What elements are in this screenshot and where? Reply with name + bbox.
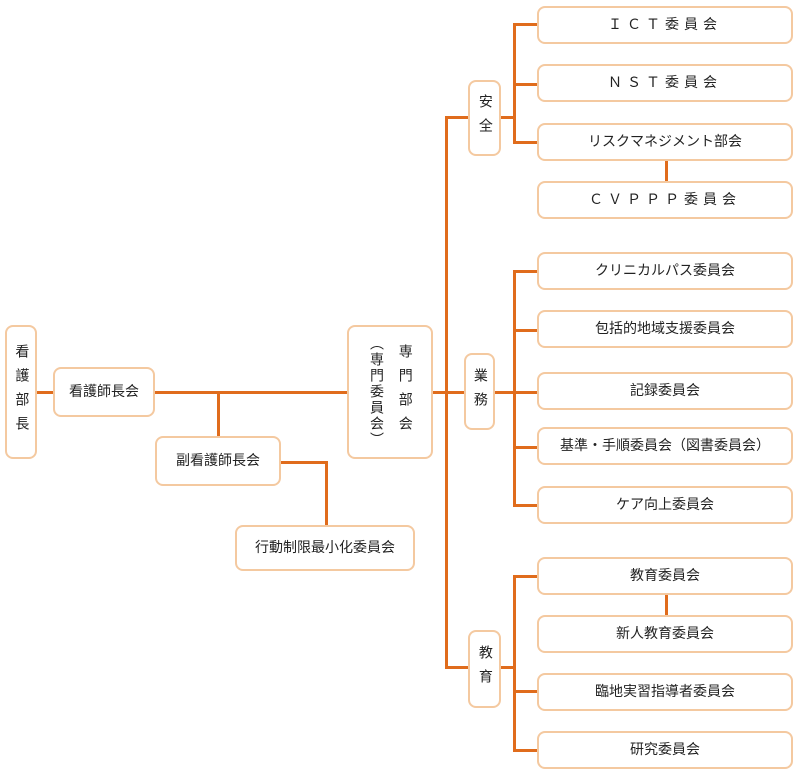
head-nurse-box: 看護部長 bbox=[5, 325, 37, 459]
connector-vice-to-restraint-v bbox=[325, 461, 328, 526]
newcomer-education-label: 新人教育委員会 bbox=[616, 625, 714, 642]
ict-committee-label: ＩＣＴ委員会 bbox=[608, 16, 722, 33]
connector-to-clinical-path bbox=[513, 270, 538, 273]
connector-council-to-vice bbox=[217, 391, 220, 437]
connector-vice-to-restraint-h bbox=[280, 461, 328, 464]
connector-safety-out bbox=[500, 116, 516, 119]
connector-to-practicum bbox=[513, 690, 538, 693]
standards-committee-box: 基準・手順委員会（図書委員会） bbox=[537, 427, 793, 465]
vice-council-label: 副看護師長会 bbox=[176, 452, 260, 469]
care-improvement-box: ケア向上委員会 bbox=[537, 486, 793, 524]
connector-council-to-specialty bbox=[154, 391, 348, 394]
connector-to-nst bbox=[513, 83, 538, 86]
connector-risk-to-cvppp bbox=[665, 160, 668, 182]
standards-committee-label: 基準・手順委員会（図書委員会） bbox=[560, 437, 770, 454]
nst-committee-box: ＮＳＴ委員会 bbox=[537, 64, 793, 102]
group-safety-label: 安全 bbox=[476, 94, 493, 142]
connector-education-vertical bbox=[513, 575, 516, 752]
risk-management-box: リスクマネジメント部会 bbox=[537, 123, 793, 161]
group-business-label: 業務 bbox=[471, 367, 488, 416]
head-council-box: 看護師長会 bbox=[53, 367, 155, 417]
records-committee-box: 記録委員会 bbox=[537, 372, 793, 410]
group-education-box: 教育 bbox=[468, 630, 501, 708]
connector-business-vertical bbox=[513, 270, 516, 507]
newcomer-education-box: 新人教育委員会 bbox=[537, 615, 793, 653]
practicum-instructor-box: 臨地実習指導者委員会 bbox=[537, 673, 793, 711]
vice-council-box: 副看護師長会 bbox=[155, 436, 281, 486]
nst-committee-label: ＮＳＴ委員会 bbox=[608, 74, 722, 91]
community-support-box: 包括的地域支援委員会 bbox=[537, 310, 793, 348]
community-support-label: 包括的地域支援委員会 bbox=[595, 320, 735, 337]
clinical-path-box: クリニカルパス委員会 bbox=[537, 252, 793, 290]
connector-to-ict bbox=[513, 23, 538, 26]
connector-to-edu-committee bbox=[513, 575, 538, 578]
research-committee-label: 研究委員会 bbox=[630, 741, 700, 758]
restraint-committee-label: 行動制限最小化委員会 bbox=[255, 539, 395, 556]
head-nurse-label: 看護部長 bbox=[13, 344, 30, 440]
connector-trunk-to-education bbox=[445, 666, 469, 669]
research-committee-box: 研究委員会 bbox=[537, 731, 793, 769]
connector-to-community bbox=[513, 329, 538, 332]
connector-to-standards bbox=[513, 446, 538, 449]
connector-to-research bbox=[513, 749, 538, 752]
head-council-label: 看護師長会 bbox=[69, 383, 139, 400]
connector-to-care bbox=[513, 504, 538, 507]
specialty-box: （専門委員会） 専門部会 bbox=[347, 325, 433, 459]
specialty-sub-label: （専門委員会） bbox=[368, 336, 384, 448]
connector-head-to-council bbox=[36, 391, 54, 394]
cvppp-committee-label: ＣＶＰＰＰ委員会 bbox=[589, 191, 741, 208]
risk-management-label: リスクマネジメント部会 bbox=[588, 133, 742, 150]
care-improvement-label: ケア向上委員会 bbox=[616, 496, 714, 513]
connector-education-out bbox=[500, 666, 516, 669]
specialty-label: 専門部会 bbox=[396, 344, 413, 440]
connector-trunk-to-safety bbox=[445, 116, 469, 119]
group-education-label: 教育 bbox=[476, 645, 493, 693]
connector-to-records bbox=[513, 391, 538, 394]
group-safety-box: 安全 bbox=[468, 80, 501, 156]
ict-committee-box: ＩＣＴ委員会 bbox=[537, 6, 793, 44]
connector-edu-to-newcomer bbox=[665, 593, 668, 617]
connector-specialty-to-trunk bbox=[432, 391, 448, 394]
connector-trunk-to-business bbox=[445, 391, 465, 394]
education-committee-box: 教育委員会 bbox=[537, 557, 793, 595]
records-committee-label: 記録委員会 bbox=[630, 382, 700, 399]
restraint-committee-box: 行動制限最小化委員会 bbox=[235, 525, 415, 571]
group-business-box: 業務 bbox=[464, 353, 495, 430]
practicum-instructor-label: 臨地実習指導者委員会 bbox=[595, 683, 735, 700]
connector-to-risk bbox=[513, 141, 538, 144]
education-committee-label: 教育委員会 bbox=[630, 567, 700, 584]
clinical-path-label: クリニカルパス委員会 bbox=[595, 262, 735, 279]
cvppp-committee-box: ＣＶＰＰＰ委員会 bbox=[537, 181, 793, 219]
connector-business-out bbox=[494, 391, 516, 394]
